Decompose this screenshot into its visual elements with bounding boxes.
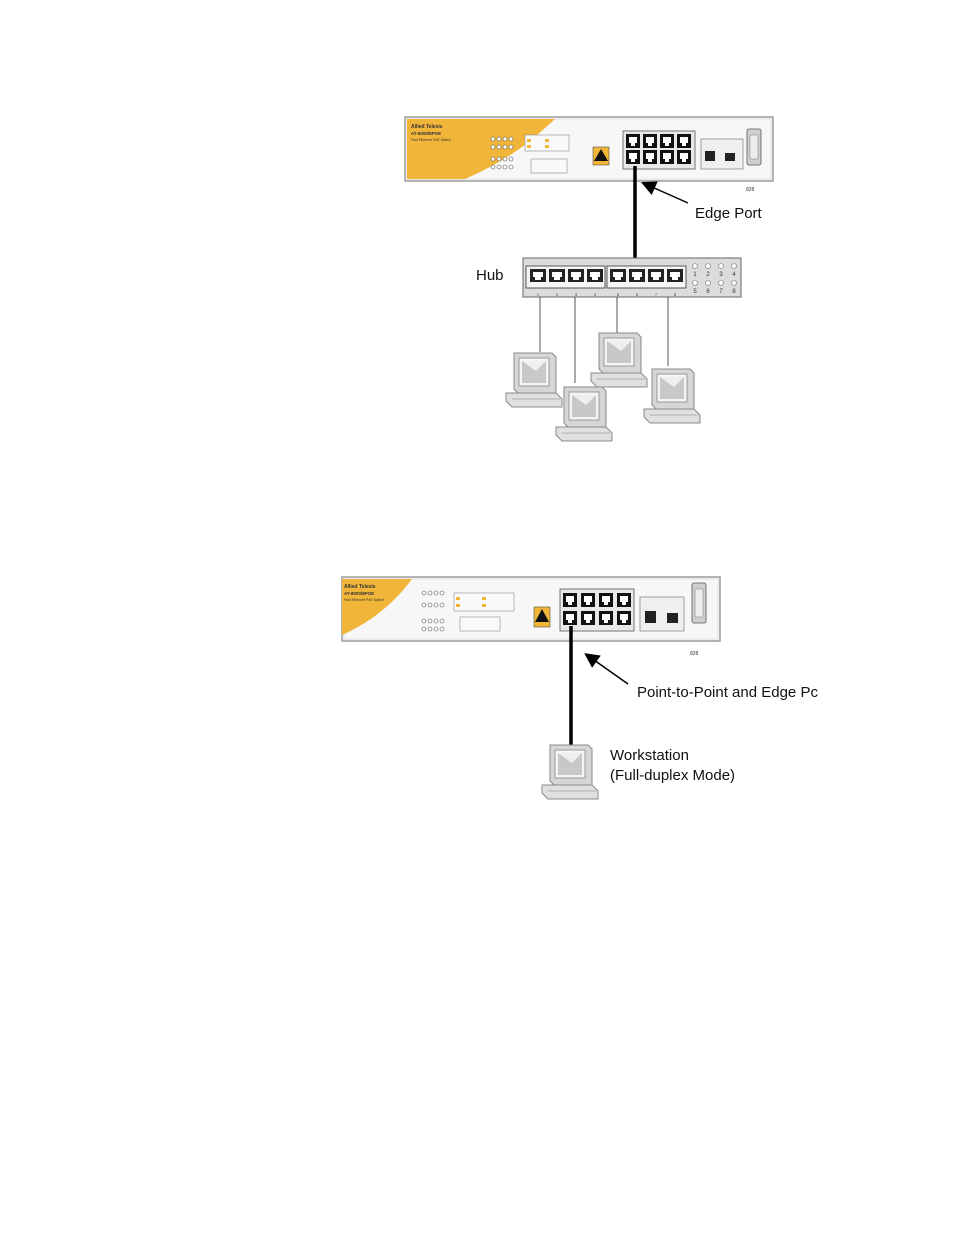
figure-code-2: 828: [690, 651, 699, 657]
switch-port-block: [623, 131, 695, 169]
hub-label: Hub: [476, 267, 504, 284]
switch-subtitle-text: Fast Ethernet PoE Switch: [344, 598, 384, 602]
warning-label-icon: [593, 147, 609, 165]
point-to-point-label: Point-to-Point and Edge Pc: [637, 684, 818, 701]
figure-code-1: 828: [746, 187, 755, 193]
switch-1: Allied Telesis AT-8000/8POE Fast Etherne…: [405, 117, 773, 181]
edge-port-label: Edge Port: [695, 205, 763, 222]
workstation-icon: [644, 369, 700, 423]
console-port-icon: [692, 583, 706, 623]
workstation-icon: [591, 333, 647, 387]
workstation-mode-label: (Full-duplex Mode): [610, 767, 735, 784]
warning-label-icon: [534, 607, 550, 627]
workstation-icon: [506, 353, 562, 407]
workstation-icon: [542, 745, 598, 799]
switch-subtitle-text: Fast Ethernet PoE Switch: [411, 138, 451, 142]
switch-2: Allied Telesis AT-8000/8POE Fast Etherne…: [342, 577, 720, 641]
switch-uplink-block: [701, 139, 743, 169]
switch-brand-text: Allied Telesis: [411, 124, 443, 130]
switch-uplink-block: [640, 597, 684, 631]
switch-model-text: AT-8000/8POE: [344, 591, 374, 596]
point-to-point-arrow: [594, 660, 628, 684]
workstation-icon: [556, 387, 612, 441]
edge-port-arrow: [652, 187, 688, 203]
hub: 1 2 3 4 5 6 7 8 1 2 3 4 5 6 7 8: [523, 258, 741, 297]
switch-model-text: AT-8000/8POE: [411, 131, 441, 136]
workstation-label: Workstation: [610, 747, 689, 764]
switch-brand-text: Allied Telesis: [344, 584, 376, 590]
console-port-icon: [747, 129, 761, 165]
figure-2: Allied Telesis AT-8000/8POE Fast Etherne…: [342, 577, 818, 799]
figure-1: Allied Telesis AT-8000/8POE Fast Etherne…: [405, 117, 773, 441]
switch-port-block: [560, 589, 634, 631]
